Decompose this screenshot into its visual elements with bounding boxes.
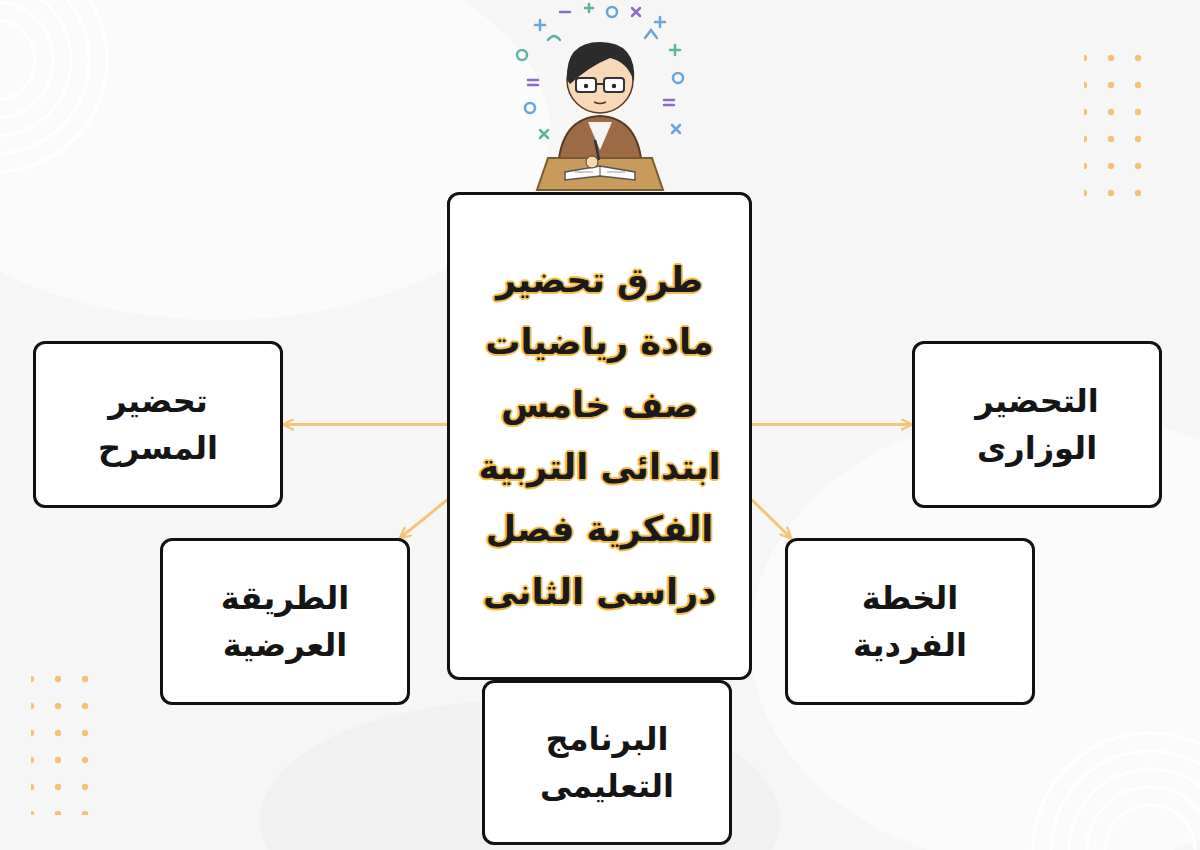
arrow-connector <box>400 500 447 538</box>
method-box: الطريقة العرضية <box>160 538 410 705</box>
dot-grid <box>31 656 106 815</box>
node-label: تحضير المسرح <box>52 378 264 471</box>
arrow-connector <box>752 423 912 426</box>
method-box: تحضير المسرح <box>33 341 283 508</box>
concentric-arcs <box>0 0 107 172</box>
node-label: الطريقة العرضية <box>179 575 391 668</box>
method-box: البرنامج التعليمى <box>482 680 732 845</box>
student-illustration <box>517 4 683 190</box>
title-box: طرق تحضير مادة رياضيات صف خامس ابتدائى ا… <box>447 192 752 680</box>
dot-grid <box>1084 38 1159 197</box>
concentric-arcs <box>1033 733 1200 850</box>
arrow-connector <box>283 423 447 426</box>
node-label: التحضير الوزارى <box>931 378 1143 471</box>
node-label: البرنامج التعليمى <box>501 716 713 809</box>
method-box: التحضير الوزارى <box>912 341 1162 508</box>
arrow-connector <box>752 500 791 538</box>
node-label: الخطة الفردية <box>804 575 1016 668</box>
title-text: طرق تحضير مادة رياضيات صف خامس ابتدائى ا… <box>466 249 733 623</box>
method-box: الخطة الفردية <box>785 538 1035 705</box>
